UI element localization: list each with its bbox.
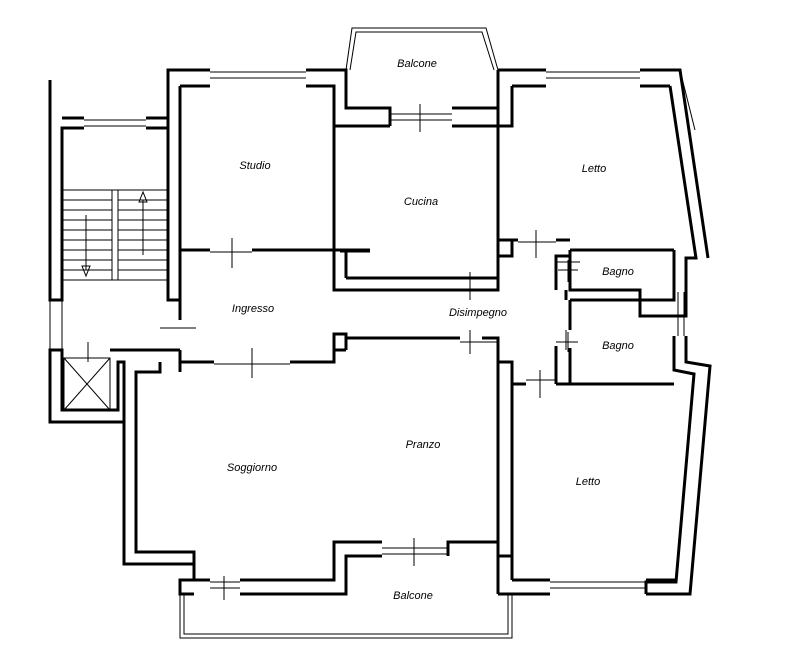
label-letto-top: Letto xyxy=(582,163,606,175)
label-balcone-top: Balcone xyxy=(397,58,437,70)
outer-walls xyxy=(122,27,712,639)
internal-walls xyxy=(160,126,676,580)
label-disimpegno: Disimpegno xyxy=(449,307,507,319)
elevator xyxy=(48,342,180,424)
label-studio: Studio xyxy=(239,160,270,172)
label-bagno-2: Bagno xyxy=(602,340,634,352)
label-bagno-1: Bagno xyxy=(602,266,634,278)
label-pranzo: Pranzo xyxy=(406,439,441,451)
label-ingresso: Ingresso xyxy=(232,303,274,315)
label-letto-bottom: Letto xyxy=(576,476,600,488)
stairs xyxy=(61,189,169,281)
room-labels: Balcone Studio Cucina Letto Bagno Bagno … xyxy=(227,58,634,602)
balcony-bottom xyxy=(179,594,513,639)
label-cucina: Cucina xyxy=(404,196,438,208)
stairwell xyxy=(48,68,210,424)
balcony-top xyxy=(345,27,499,71)
label-soggiorno: Soggiorno xyxy=(227,462,277,474)
label-balcone-bottom: Balcone xyxy=(393,590,433,602)
